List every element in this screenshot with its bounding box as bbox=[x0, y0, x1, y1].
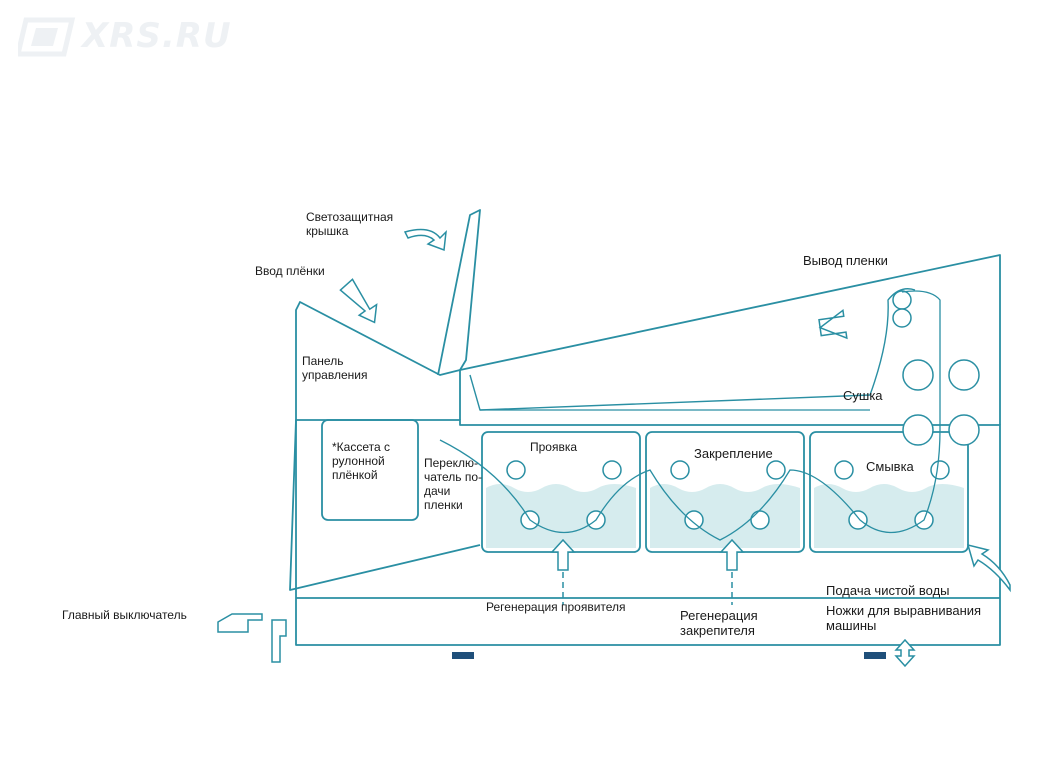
output-chute bbox=[469, 288, 916, 411]
developer-liquid bbox=[486, 484, 636, 548]
film-path bbox=[439, 290, 941, 541]
film-input-arrow-icon bbox=[339, 278, 378, 324]
watermark: XRS.RU bbox=[18, 14, 232, 58]
label-cassette: *Кассета с рулонной плёнкой bbox=[332, 440, 390, 482]
label-film-input: Ввод плёнки bbox=[255, 264, 325, 278]
leveling-arrow-icon bbox=[894, 638, 916, 668]
label-developing: Проявка bbox=[530, 440, 578, 454]
label-drying: Сушка bbox=[843, 388, 883, 403]
label-light-cover: Светозащитная крышка bbox=[306, 210, 394, 238]
cover-arrow-icon bbox=[403, 228, 447, 252]
dev-regen-arrow-icon bbox=[550, 538, 576, 571]
film-output-arrow-icon bbox=[818, 308, 848, 340]
label-film-output: Вывод пленки bbox=[803, 253, 888, 268]
label-fix-regen: Регенерация закрепителя bbox=[680, 608, 758, 638]
fix-regen-arrow-icon bbox=[719, 538, 745, 571]
tank-wash bbox=[809, 431, 969, 553]
front-panel bbox=[295, 301, 461, 420]
water-arrow-icon bbox=[966, 543, 1011, 593]
logo-icon bbox=[18, 17, 76, 57]
label-dev-regen: Регенерация проявителя bbox=[486, 600, 626, 614]
fixer-liquid bbox=[650, 484, 800, 548]
foot-left bbox=[452, 652, 474, 659]
wash-liquid bbox=[814, 484, 964, 548]
top-housing bbox=[459, 254, 1001, 425]
label-clean-water: Подача чистой воды bbox=[826, 583, 950, 598]
watermark-text: XRS.RU bbox=[82, 16, 232, 56]
label-fixing: Закрепление bbox=[694, 446, 773, 461]
main-switch-hand-icon bbox=[217, 613, 263, 633]
label-leveling-feet: Ножки для выравнивания машины bbox=[826, 603, 982, 633]
main-switch-valve-icon bbox=[271, 619, 287, 663]
light-cover bbox=[437, 209, 481, 376]
label-control-panel: Панель управления bbox=[302, 354, 368, 382]
label-main-switch: Главный выключатель bbox=[62, 608, 187, 622]
foot-right bbox=[864, 652, 886, 659]
cassette bbox=[321, 419, 419, 521]
front-slope-lower bbox=[289, 419, 481, 591]
label-feed-switch: Переклю- чатель по- дачи пленки bbox=[424, 456, 483, 512]
label-washing: Смывка bbox=[866, 459, 914, 474]
